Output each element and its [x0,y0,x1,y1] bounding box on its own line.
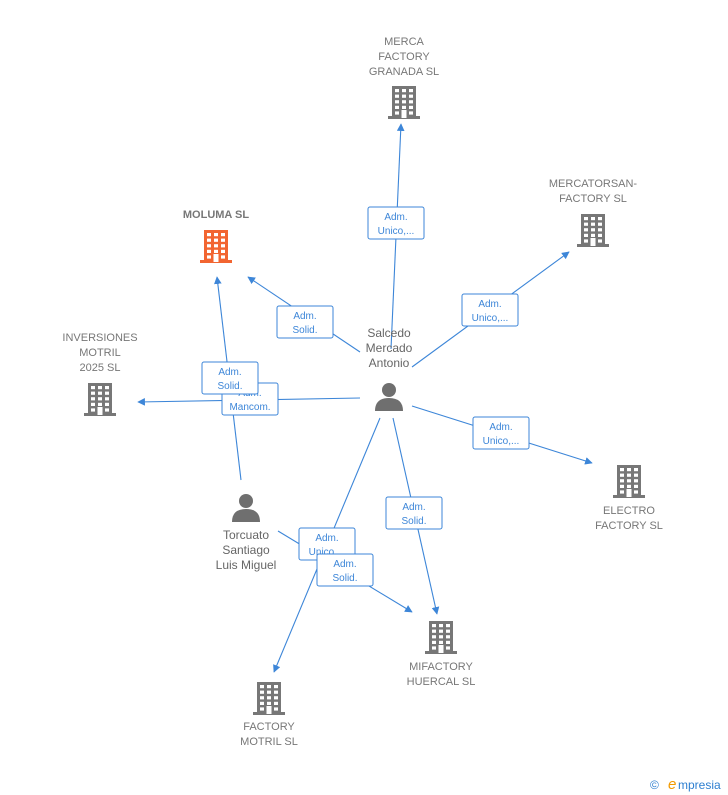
person-name: Mercado [366,341,413,355]
copyright-symbol: © [650,778,659,792]
edge-label-text: Adm. [489,422,512,433]
company-node-merca[interactable]: MERCA FACTORY GRANADA SL [369,36,439,119]
person-name: Santiago [222,543,270,557]
company-name: FACTORY [378,51,430,63]
building-icon [388,86,420,119]
edge-label-text: Solid. [332,573,357,584]
building-icon [200,230,232,263]
building-icon [84,383,116,416]
company-name: MERCATORSAN- [549,178,638,190]
edge-label-box [385,496,443,530]
edge-label-text: Unico,... [483,436,520,447]
brand-name: mpresia [678,778,721,792]
company-name: MOTRIL SL [240,736,298,748]
building-icon [253,682,285,715]
edge-label-text: Solid. [401,516,426,527]
edge-label-text: Solid. [292,325,317,336]
edge-label-box [276,305,334,339]
company-name: FACTORY SL [595,520,663,532]
edge-label-text: Unico,... [378,226,415,237]
person-icon [232,494,260,522]
edge-label-text: Adm. [333,559,356,570]
edge-label-text: Adm. [293,311,316,322]
company-name: MERCA [384,36,424,48]
building-icon [577,214,609,247]
edge-label-box [472,416,530,450]
company-name: GRANADA SL [369,66,439,78]
edge-label-text: Solid. [217,381,242,392]
company-node-moluma[interactable]: MOLUMA SL [183,209,249,263]
company-name: MOTRIL [79,347,121,359]
edge-label-box [316,553,374,587]
company-name: FACTORY SL [559,193,627,205]
edge-label-text: Adm. [402,502,425,513]
edge-label-salcedo-merca[interactable]: Adm. Unico,... [367,206,425,240]
edge-label-salcedo-electro[interactable]: Adm. Unico,... [472,416,530,450]
edge-label-salcedo-mifactory[interactable]: Adm. Solid. [385,496,443,530]
edge-label-torcuato-moluma[interactable]: Adm. Solid. [201,361,259,395]
building-icon [425,621,457,654]
edge-label-text: Mancom. [229,402,270,413]
building-icon [613,465,645,498]
edge-label-box [201,361,259,395]
company-name: ELECTRO [603,505,655,517]
edge-label-box [367,206,425,240]
person-name: Luis Miguel [216,558,277,572]
person-icon [375,383,403,411]
company-name: MIFACTORY [409,661,473,673]
edge-label-text: Adm. [384,212,407,223]
edge-label-text: Adm. [218,367,241,378]
company-node-mifactory[interactable]: MIFACTORY HUERCAL SL [407,621,476,688]
person-name: Antonio [369,356,410,370]
company-name: HUERCAL SL [407,676,476,688]
company-name: FACTORY [243,721,295,733]
brand-initial: e [668,776,676,793]
person-name: Salcedo [367,326,411,340]
edge-label-salcedo-moluma[interactable]: Adm. Solid. [276,305,334,339]
person-name: Torcuato [223,528,269,542]
company-name: 2025 SL [80,362,121,374]
edge-label-salcedo-mercatorsan[interactable]: Adm. Unico,... [461,293,519,327]
company-node-factory_motril[interactable]: FACTORY MOTRIL SL [240,682,298,748]
company-name: MOLUMA SL [183,209,249,221]
footer-brand[interactable]: © e mpresia [650,776,721,793]
company-node-mercatorsan[interactable]: MERCATORSAN- FACTORY SL [549,178,638,247]
edge-label-torcuato-mifactory[interactable]: Adm. Solid. [316,553,374,587]
company-name: INVERSIONES [62,332,137,344]
edge-label-text: Adm. [478,299,501,310]
edge-label-text: Unico,... [472,313,509,324]
company-node-inversiones[interactable]: INVERSIONES MOTRIL 2025 SL [62,332,138,416]
company-node-electro[interactable]: ELECTRO FACTORY SL [595,465,663,532]
edge-label-text: Adm. [315,533,338,544]
edge-label-text: Unico,... [309,547,346,558]
edge-label-box [461,293,519,327]
